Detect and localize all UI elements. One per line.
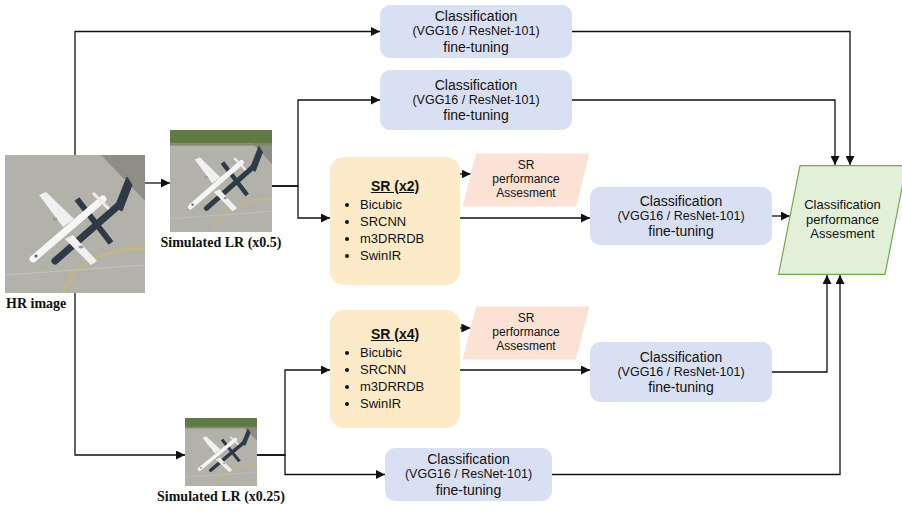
image-node: Simulated LR (x0.5) <box>170 130 272 232</box>
label-group: Classification performance Assesment <box>804 198 881 243</box>
flow-arrow <box>460 217 590 218</box>
box-label: SR performance Assesment <box>492 159 559 200</box>
flow-arrow <box>572 32 850 166</box>
list-item: m3DRRDB <box>360 378 454 395</box>
label-group: SR (x2)BicubicSRCNNm3DRRDBSwinIR <box>336 178 454 265</box>
flow-arrow <box>772 275 827 372</box>
assessment-parallelogram: SR performance Assesment <box>462 153 590 207</box>
list-item: SwinIR <box>360 247 454 264</box>
lr-aerial-image <box>170 130 272 232</box>
hr-aerial-image <box>5 155 145 293</box>
box-label: SR performance Assesment <box>492 312 559 353</box>
flow-arrow <box>460 327 470 328</box>
classification-box: Classification(VGG16 / ResNet-101)fine-t… <box>590 342 772 402</box>
box-label: (VGG16 / ResNet-101) <box>617 209 744 223</box>
image-node: HR image <box>5 155 145 293</box>
sr-method-box: SR (x4)BicubicSRCNNm3DRRDBSwinIR <box>330 310 460 428</box>
box-label: Classification <box>617 349 744 365</box>
flow-arrow <box>552 275 840 475</box>
classification-box: Classification(VGG16 / ResNet-101)fine-t… <box>590 187 772 245</box>
box-heading: SR (x4) <box>336 326 454 343</box>
assessment-parallelogram: Classification performance Assesment <box>778 165 902 275</box>
box-label: (VGG16 / ResNet-101) <box>405 467 532 481</box>
classification-box: Classification(VGG16 / ResNet-101)fine-t… <box>380 5 572 58</box>
label-group: Classification(VGG16 / ResNet-101)fine-t… <box>405 451 532 498</box>
label-group: Classification(VGG16 / ResNet-101)fine-t… <box>617 193 744 240</box>
box-label: fine-tuning <box>617 379 744 395</box>
box-label: (VGG16 / ResNet-101) <box>617 365 744 379</box>
box-label: fine-tuning <box>412 107 539 123</box>
image-caption: HR image <box>5 296 67 312</box>
label-group: Classification(VGG16 / ResNet-101)fine-t… <box>412 77 539 124</box>
method-list: BicubicSRCNNm3DRRDBSwinIR <box>336 344 454 412</box>
label-group: Classification(VGG16 / ResNet-101)fine-t… <box>617 349 744 396</box>
box-label: Classification performance Assesment <box>804 198 881 243</box>
flow-arrow <box>772 215 790 216</box>
flow-arrow <box>460 369 590 370</box>
flow-arrow <box>257 370 330 455</box>
box-label: fine-tuning <box>617 223 744 239</box>
flow-arrow <box>75 32 380 156</box>
method-list: BicubicSRCNNm3DRRDBSwinIR <box>336 196 454 264</box>
box-heading: SR (x2) <box>336 178 454 195</box>
image-caption: Simulated LR (x0.25) <box>156 489 286 505</box>
list-item: Bicubic <box>360 344 454 361</box>
classification-box: Classification(VGG16 / ResNet-101)fine-t… <box>385 448 552 501</box>
classification-box: Classification(VGG16 / ResNet-101)fine-t… <box>380 70 572 130</box>
list-item: SRCNN <box>360 361 454 378</box>
list-item: SRCNN <box>360 213 454 230</box>
label-group: Classification(VGG16 / ResNet-101)fine-t… <box>412 8 539 55</box>
list-item: m3DRRDB <box>360 230 454 247</box>
flow-arrow <box>272 186 330 218</box>
label-group: SR (x4)BicubicSRCNNm3DRRDBSwinIR <box>336 326 454 413</box>
image-node: Simulated LR (x0.25) <box>185 418 257 486</box>
box-label: fine-tuning <box>412 39 539 55</box>
flow-arrow <box>572 100 835 165</box>
flow-arrow <box>75 293 185 455</box>
parallelogram-fill <box>463 307 590 360</box>
parallelogram-fill <box>463 154 590 207</box>
list-item: SwinIR <box>360 395 454 412</box>
box-label: Classification <box>617 193 744 209</box>
label-group: SR performance Assesment <box>492 159 559 200</box>
box-label: Classification <box>412 8 539 24</box>
image-caption: Simulated LR (x0.5) <box>160 235 283 251</box>
box-label: Classification <box>412 77 539 93</box>
lr-aerial-image <box>185 418 257 486</box>
sr-method-box: SR (x2)BicubicSRCNNm3DRRDBSwinIR <box>330 157 460 285</box>
label-group: SR performance Assesment <box>492 312 559 353</box>
box-label: (VGG16 / ResNet-101) <box>412 24 539 38</box>
flow-arrow <box>145 182 170 183</box>
assessment-parallelogram: SR performance Assesment <box>462 306 590 360</box>
parallelogram-fill <box>779 166 902 275</box>
box-label: Classification <box>405 451 532 467</box>
box-label: (VGG16 / ResNet-101) <box>412 93 539 107</box>
flow-arrow <box>257 455 385 475</box>
list-item: Bicubic <box>360 196 454 213</box>
box-label: fine-tuning <box>405 482 532 498</box>
flow-arrow <box>460 173 471 174</box>
